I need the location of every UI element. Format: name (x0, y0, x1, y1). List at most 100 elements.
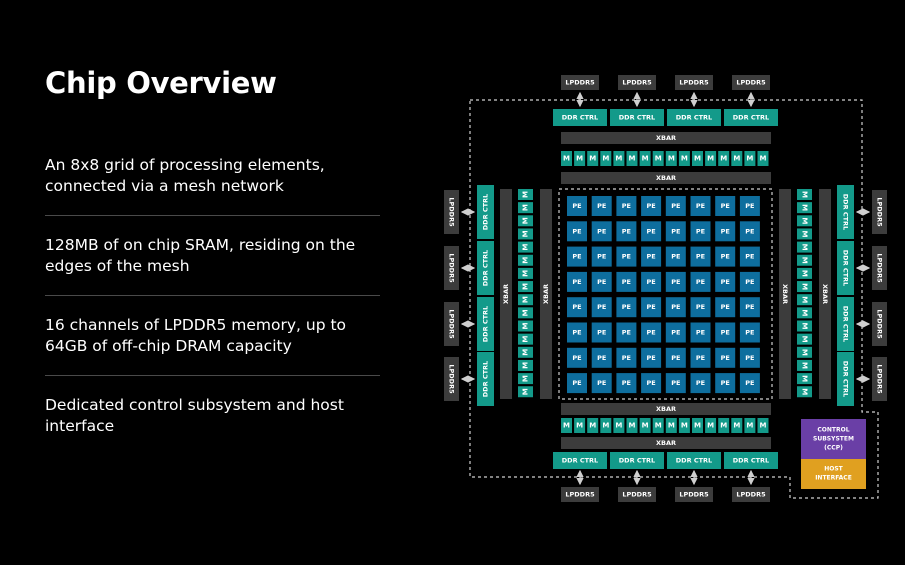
sram-label: M (522, 388, 530, 395)
ddr-ctrl (553, 109, 607, 126)
pe-block (739, 297, 760, 318)
pe-block (665, 373, 686, 394)
sram-block (718, 418, 730, 433)
pe-block (591, 347, 612, 368)
sram-block (705, 151, 717, 166)
lpddr5-chip (444, 357, 459, 401)
sram-block (678, 151, 690, 166)
pe-label: PE (671, 278, 680, 286)
xbar-label: XBAR (656, 405, 676, 413)
pe-label: PE (622, 253, 631, 261)
sram-block (692, 151, 703, 166)
pe-label: PE (622, 329, 631, 337)
sram-block (678, 418, 690, 433)
sram-label: M (720, 422, 727, 430)
pe-label: PE (646, 329, 655, 337)
sram-label: M (615, 155, 622, 163)
pe-label: PE (646, 379, 655, 387)
sram-label: M (602, 422, 609, 430)
xbar-label: XBAR (821, 284, 829, 304)
pe-block (715, 196, 736, 216)
pe-label: PE (622, 227, 631, 235)
lpddr5-label: LPDDR5 (565, 491, 595, 499)
divider (45, 375, 380, 376)
pe-label: PE (671, 379, 680, 387)
sram-block (518, 294, 533, 306)
pe-label: PE (671, 253, 680, 261)
ddr-ctrl (837, 241, 854, 295)
lpddr5-label: LPDDR5 (736, 79, 766, 87)
sram-label: M (655, 422, 662, 430)
sram-label: M (668, 155, 675, 163)
pe-label: PE (721, 227, 730, 235)
sram-label: M (801, 230, 809, 237)
pe-label: PE (597, 227, 606, 235)
pe-label: PE (671, 354, 680, 362)
ddr-ctrl (553, 452, 607, 469)
ddr-ctrl (667, 452, 721, 469)
divider (45, 215, 380, 216)
sram-label: M (522, 191, 530, 198)
ddr-ctrl-label: DDR CTRL (842, 250, 850, 286)
pe-label: PE (622, 354, 631, 362)
sram-block (665, 151, 677, 166)
pe-label: PE (671, 227, 680, 235)
pe-label: PE (696, 278, 705, 286)
pe-label: PE (721, 329, 730, 337)
lpddr5-chip (618, 75, 656, 90)
pe-label: PE (572, 303, 581, 311)
sram-label: M (681, 422, 688, 430)
sram-label: M (642, 155, 649, 163)
pe-label: PE (721, 354, 730, 362)
sram-block (797, 202, 812, 214)
sram-block (518, 228, 533, 240)
sram-block (518, 346, 533, 358)
pe-label: PE (745, 303, 754, 311)
ddr-ctrl-label: DDR CTRL (562, 114, 598, 122)
ddr-ctrl (724, 109, 778, 126)
pe-block (665, 347, 686, 368)
sram-label: M (801, 204, 809, 211)
pe-label: PE (721, 253, 730, 261)
lpddr5-label: LPDDR5 (876, 253, 884, 283)
sram-block (518, 267, 533, 279)
pe-label: PE (745, 227, 754, 235)
sram-block (518, 189, 533, 200)
ddr-ctrl (724, 452, 778, 469)
sram-label: M (589, 422, 596, 430)
sram-label: M (801, 257, 809, 264)
pe-label: PE (597, 278, 606, 286)
pe-label: PE (696, 227, 705, 235)
ddr-ctrl (610, 109, 664, 126)
pe-label: PE (646, 278, 655, 286)
sram-label: M (655, 155, 662, 163)
ddr-ctrl (837, 185, 854, 239)
sram-label: M (760, 155, 767, 163)
lpddr5-chip (872, 190, 887, 234)
sram-label: M (522, 283, 530, 290)
pe-block (665, 297, 686, 318)
lpddr5-label: LPDDR5 (448, 253, 456, 283)
sram-block (797, 267, 812, 279)
lpddr5-chip (561, 75, 599, 90)
ddr-ctrl-label: DDR CTRL (482, 194, 490, 230)
xbar-label: XBAR (781, 284, 789, 304)
pe-block (641, 373, 662, 394)
sram-label: M (522, 375, 530, 382)
pe-block (715, 221, 736, 242)
pe-block (616, 271, 637, 292)
pe-label: PE (696, 303, 705, 311)
pe-block (641, 221, 662, 242)
sram-block (797, 333, 812, 345)
pe-label: PE (597, 202, 606, 210)
lpddr5-label: LPDDR5 (876, 197, 884, 227)
pe-block (591, 373, 612, 394)
ddr-ctrl-label: DDR CTRL (676, 114, 712, 122)
lpddr5-chip (872, 357, 887, 401)
lpddr5-label: LPDDR5 (448, 364, 456, 394)
sram-block (718, 151, 730, 166)
pe-label: PE (572, 227, 581, 235)
lpddr5-label: LPDDR5 (679, 79, 709, 87)
pe-block (715, 322, 736, 343)
sram-label: M (668, 422, 675, 430)
